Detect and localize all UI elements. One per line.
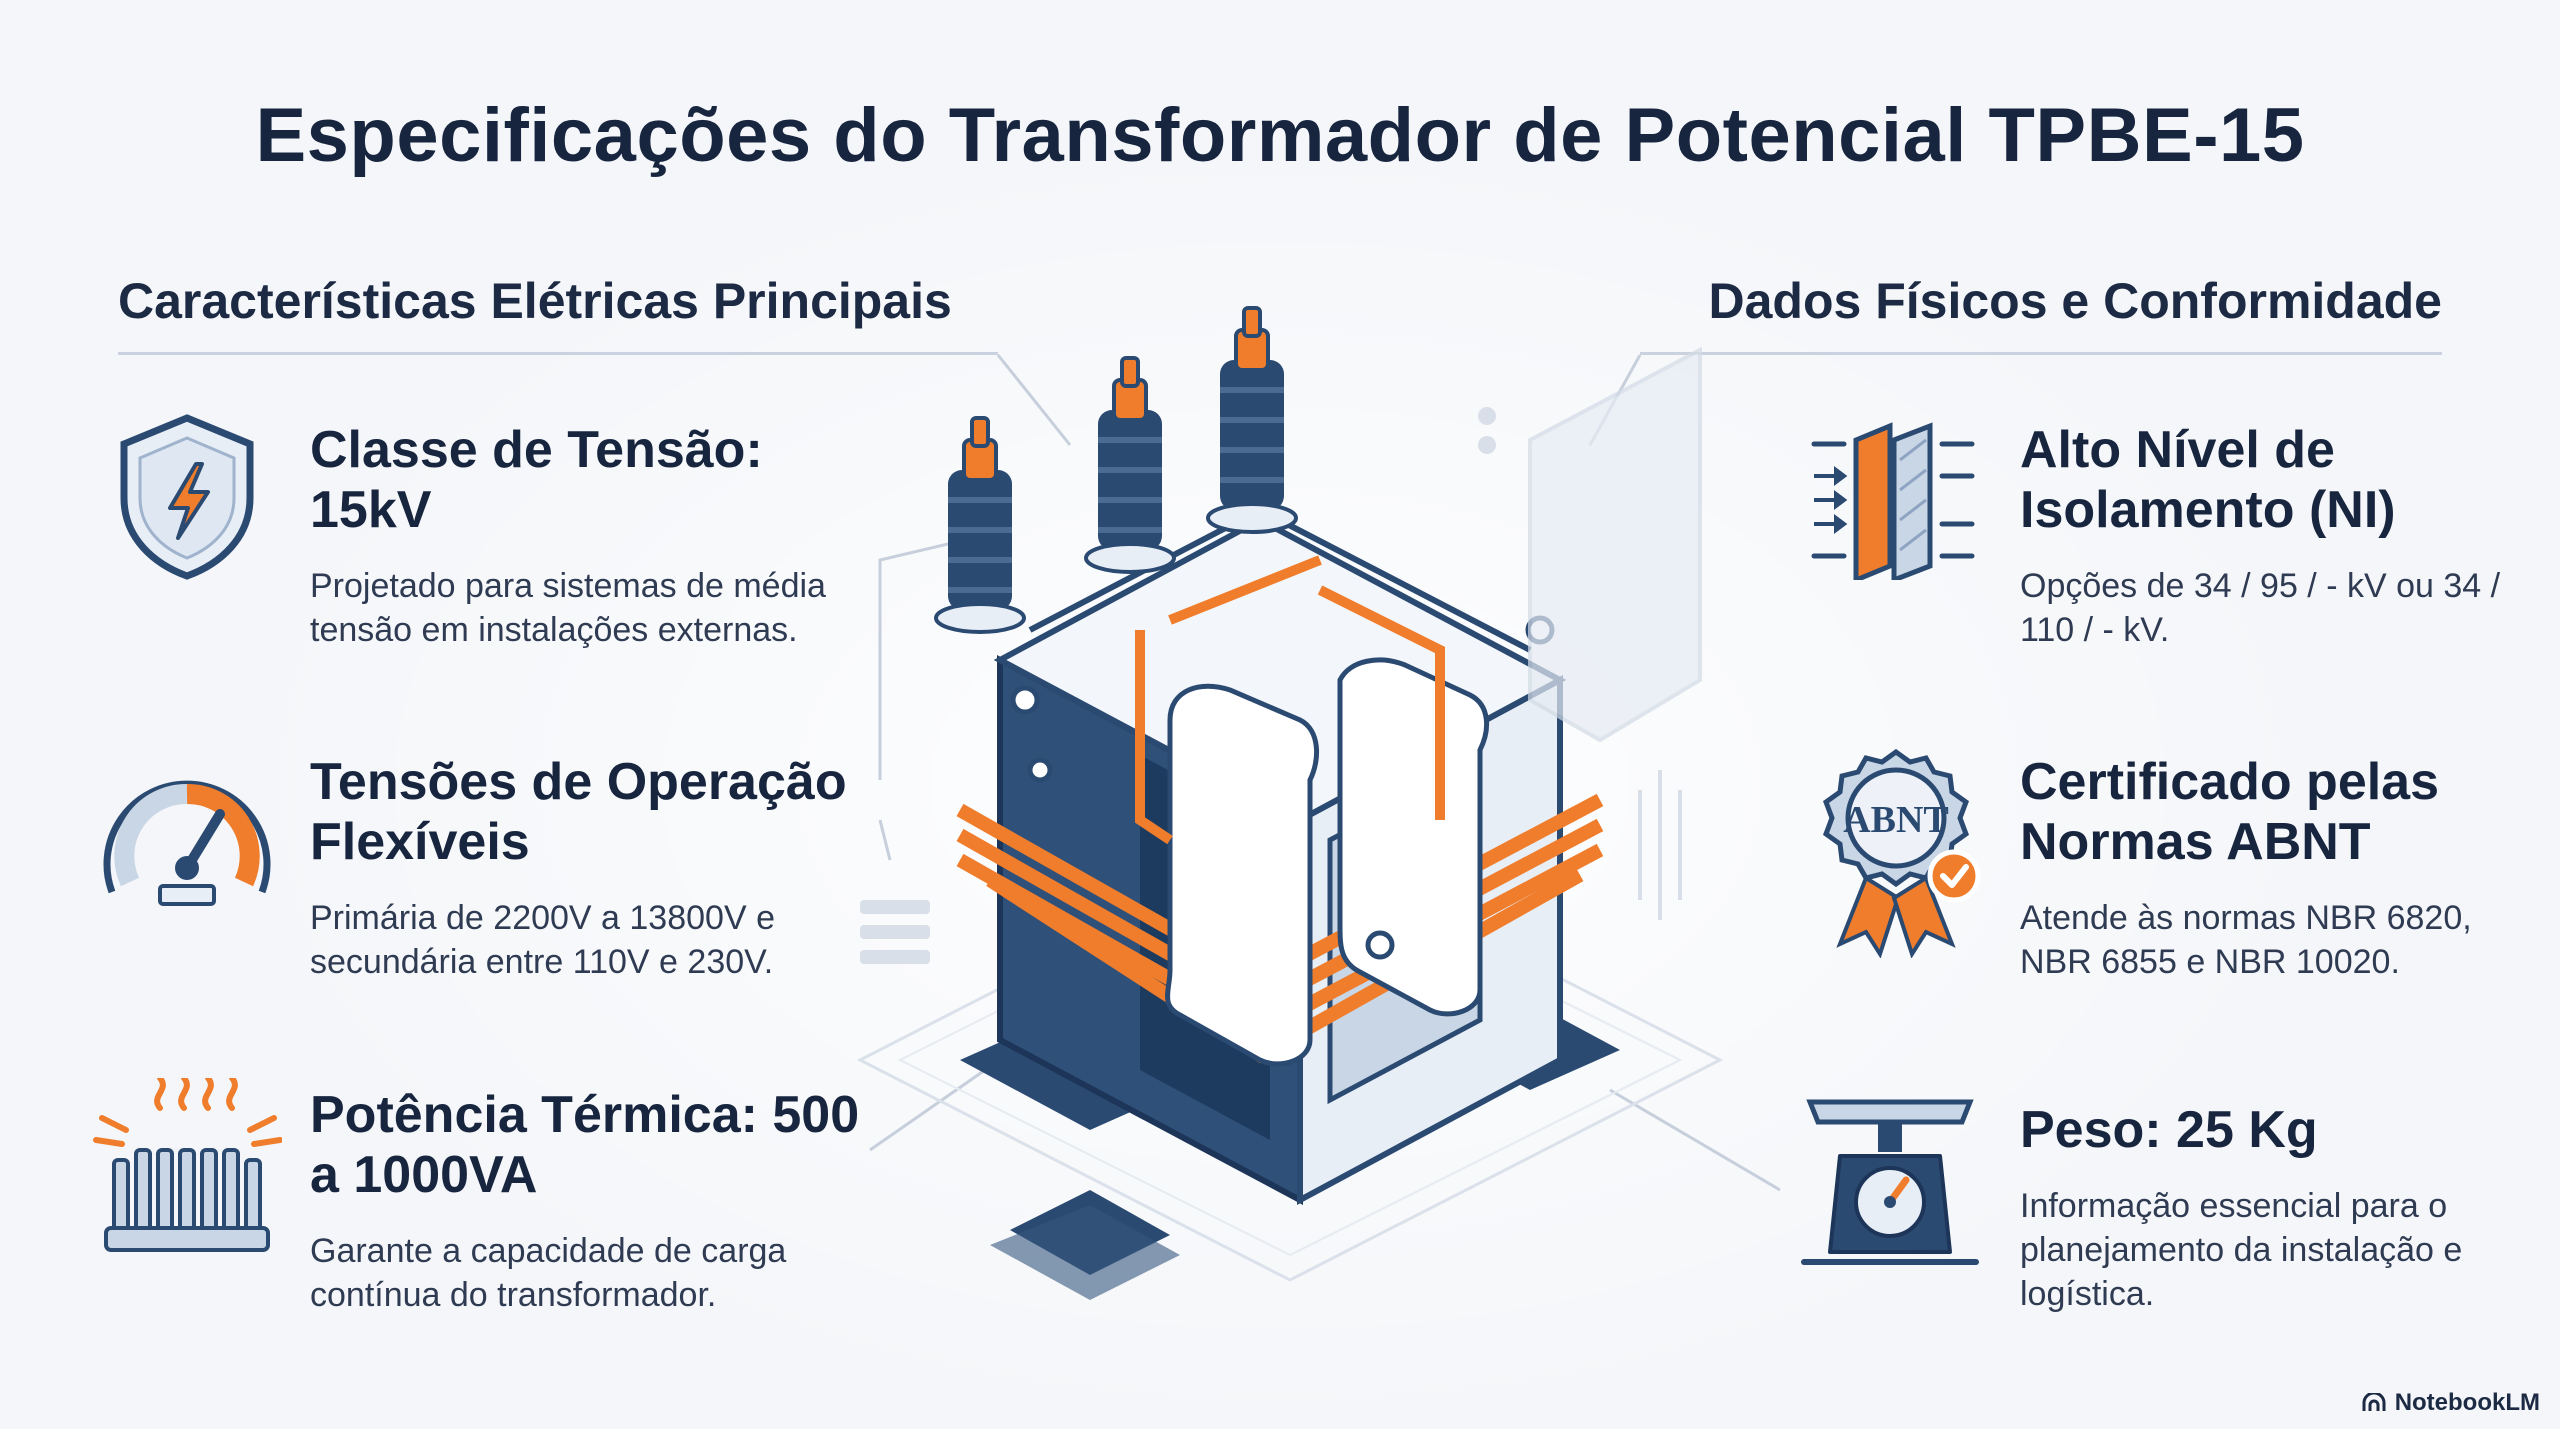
thermal-power-heading: Potência Térmica: 500 a 1000VA (310, 1086, 860, 1204)
operating-voltages-text: Primária de 2200V a 13800V e secundária … (310, 899, 775, 981)
thermal-power-item: Potência Térmica: 500 a 1000VA Garante a… (310, 1085, 870, 1317)
brand-watermark: NotebookLM (2361, 1389, 2540, 1417)
abnt-certificate-badge-icon: ABNT (1806, 748, 1996, 963)
voltage-class-heading: Classe de Tensão: 15kV (310, 421, 763, 539)
operating-voltages-heading: Tensões de Operação Flexíveis (310, 753, 847, 871)
operating-voltages-item: Tensões de Operação Flexíveis Primária d… (310, 752, 870, 984)
shield-lightning-icon (112, 412, 262, 587)
page-title: Especificações do Transformador de Poten… (255, 93, 2305, 178)
insulation-level-text: Opções de 34 / 95 / - kV ou 34 / 110 / -… (2020, 567, 2501, 649)
heat-sink-icon (92, 1075, 283, 1273)
brand-label: NotebookLM (2394, 1389, 2540, 1416)
weight-text: Informação essencial para o planejamento… (2020, 1187, 2463, 1313)
svg-text:ABNT: ABNT (1843, 799, 1949, 841)
insulation-layer-icon (1808, 420, 1978, 585)
abnt-certification-item: Certificado pelas Normas ABNT Atende às … (2020, 752, 2540, 984)
transformer-illustration (840, 300, 1740, 1360)
notebooklm-logo-icon (2362, 1393, 2386, 1411)
left-section-title: Características Elétricas Principais (118, 273, 952, 329)
voltage-class-text: Projetado para sistemas de média tensão … (310, 567, 826, 649)
abnt-certification-text: Atende às normas NBR 6820, NBR 6855 e NB… (2020, 899, 2472, 981)
weighing-scale-icon (1800, 1096, 1980, 1273)
weight-item: Peso: 25 Kg Informação essencial para o … (2020, 1100, 2540, 1316)
insulation-level-item: Alto Nível de Isolamento (NI) Opções de … (2020, 420, 2540, 652)
right-section-title: Dados Físicos e Conformidade (1708, 273, 2442, 329)
insulation-level-heading: Alto Nível de Isolamento (NI) (2020, 421, 2396, 539)
right-section-divider (1640, 352, 2442, 355)
voltage-class-item: Classe de Tensão: 15kV Projetado para si… (310, 420, 870, 652)
gauge-icon (92, 752, 282, 917)
weight-heading: Peso: 25 Kg (2020, 1101, 2318, 1159)
left-section-divider (118, 352, 998, 355)
abnt-certification-heading: Certificado pelas Normas ABNT (2020, 753, 2440, 871)
thermal-power-text: Garante a capacidade de carga contínua d… (310, 1232, 787, 1314)
